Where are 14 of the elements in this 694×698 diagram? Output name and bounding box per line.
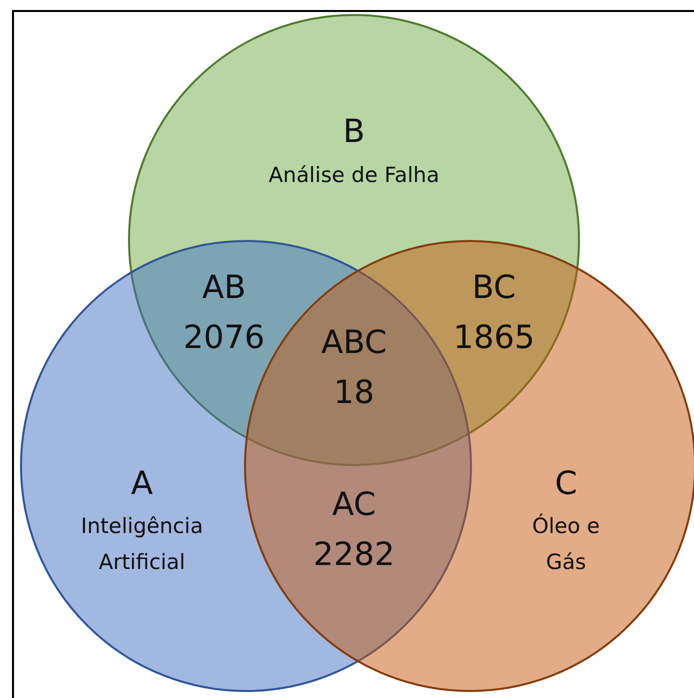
region-label: AB — [201, 268, 247, 306]
set-letter: B — [342, 112, 366, 150]
region-label: ABC — [320, 323, 388, 361]
region-label: AC — [331, 485, 377, 523]
region-label: BC — [471, 268, 517, 306]
set-letter: A — [130, 464, 154, 502]
set-name: Análise de Falha — [268, 162, 440, 189]
set-name: Inteligência Artificial — [80, 513, 204, 576]
count-value: 2282 — [312, 535, 396, 573]
count-value: 2076 — [182, 318, 266, 356]
count-value: 18 — [332, 373, 376, 411]
set-name: Óleo e Gás — [531, 512, 601, 576]
set-letter: C — [554, 464, 578, 502]
count-value: 1865 — [452, 318, 536, 356]
